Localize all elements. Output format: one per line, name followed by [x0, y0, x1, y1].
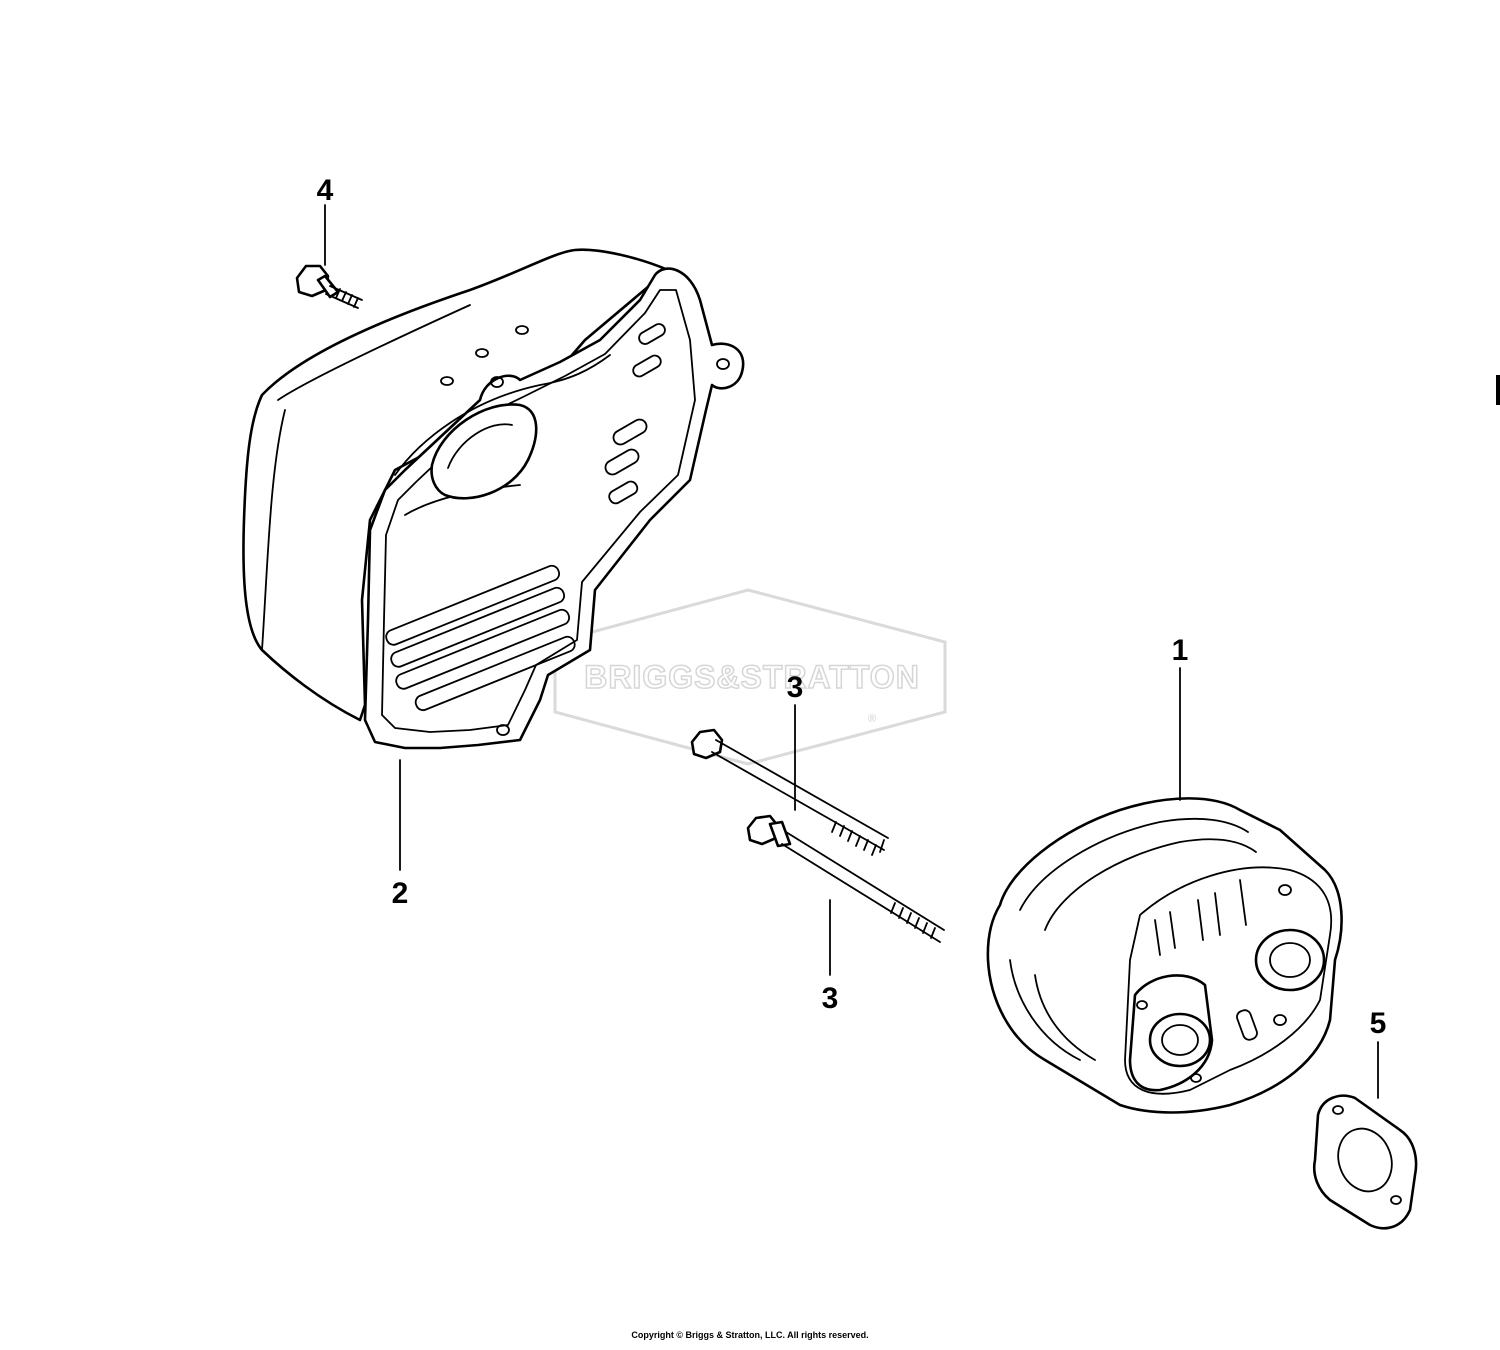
callout-1: 1 — [1172, 634, 1189, 667]
leader-lines — [324, 204, 1379, 1099]
long-bolt-part-3-lower — [746, 814, 945, 943]
copyright-notice: Copyright © Briggs & Stratton, LLC. All … — [631, 1330, 869, 1340]
callout-4: 4 — [317, 174, 334, 207]
watermark-text: BRIGGS&STRATTON — [584, 659, 920, 695]
gasket-part-5 — [1312, 1094, 1418, 1230]
callout-3-upper: 3 — [787, 671, 804, 704]
long-bolt-part-3-upper — [690, 728, 889, 856]
screw-part-4 — [295, 264, 363, 309]
callout-5: 5 — [1370, 1007, 1387, 1040]
callout-2: 2 — [392, 877, 409, 910]
muffler-part-1 — [986, 797, 1343, 1114]
muffler-guard-part-2 — [242, 248, 745, 750]
edge-mark — [1496, 375, 1500, 405]
callout-3-lower: 3 — [822, 982, 839, 1015]
briggs-stratton-watermark: BRIGGS&STRATTON ® — [553, 588, 947, 766]
watermark-registered-mark: ® — [868, 713, 876, 725]
